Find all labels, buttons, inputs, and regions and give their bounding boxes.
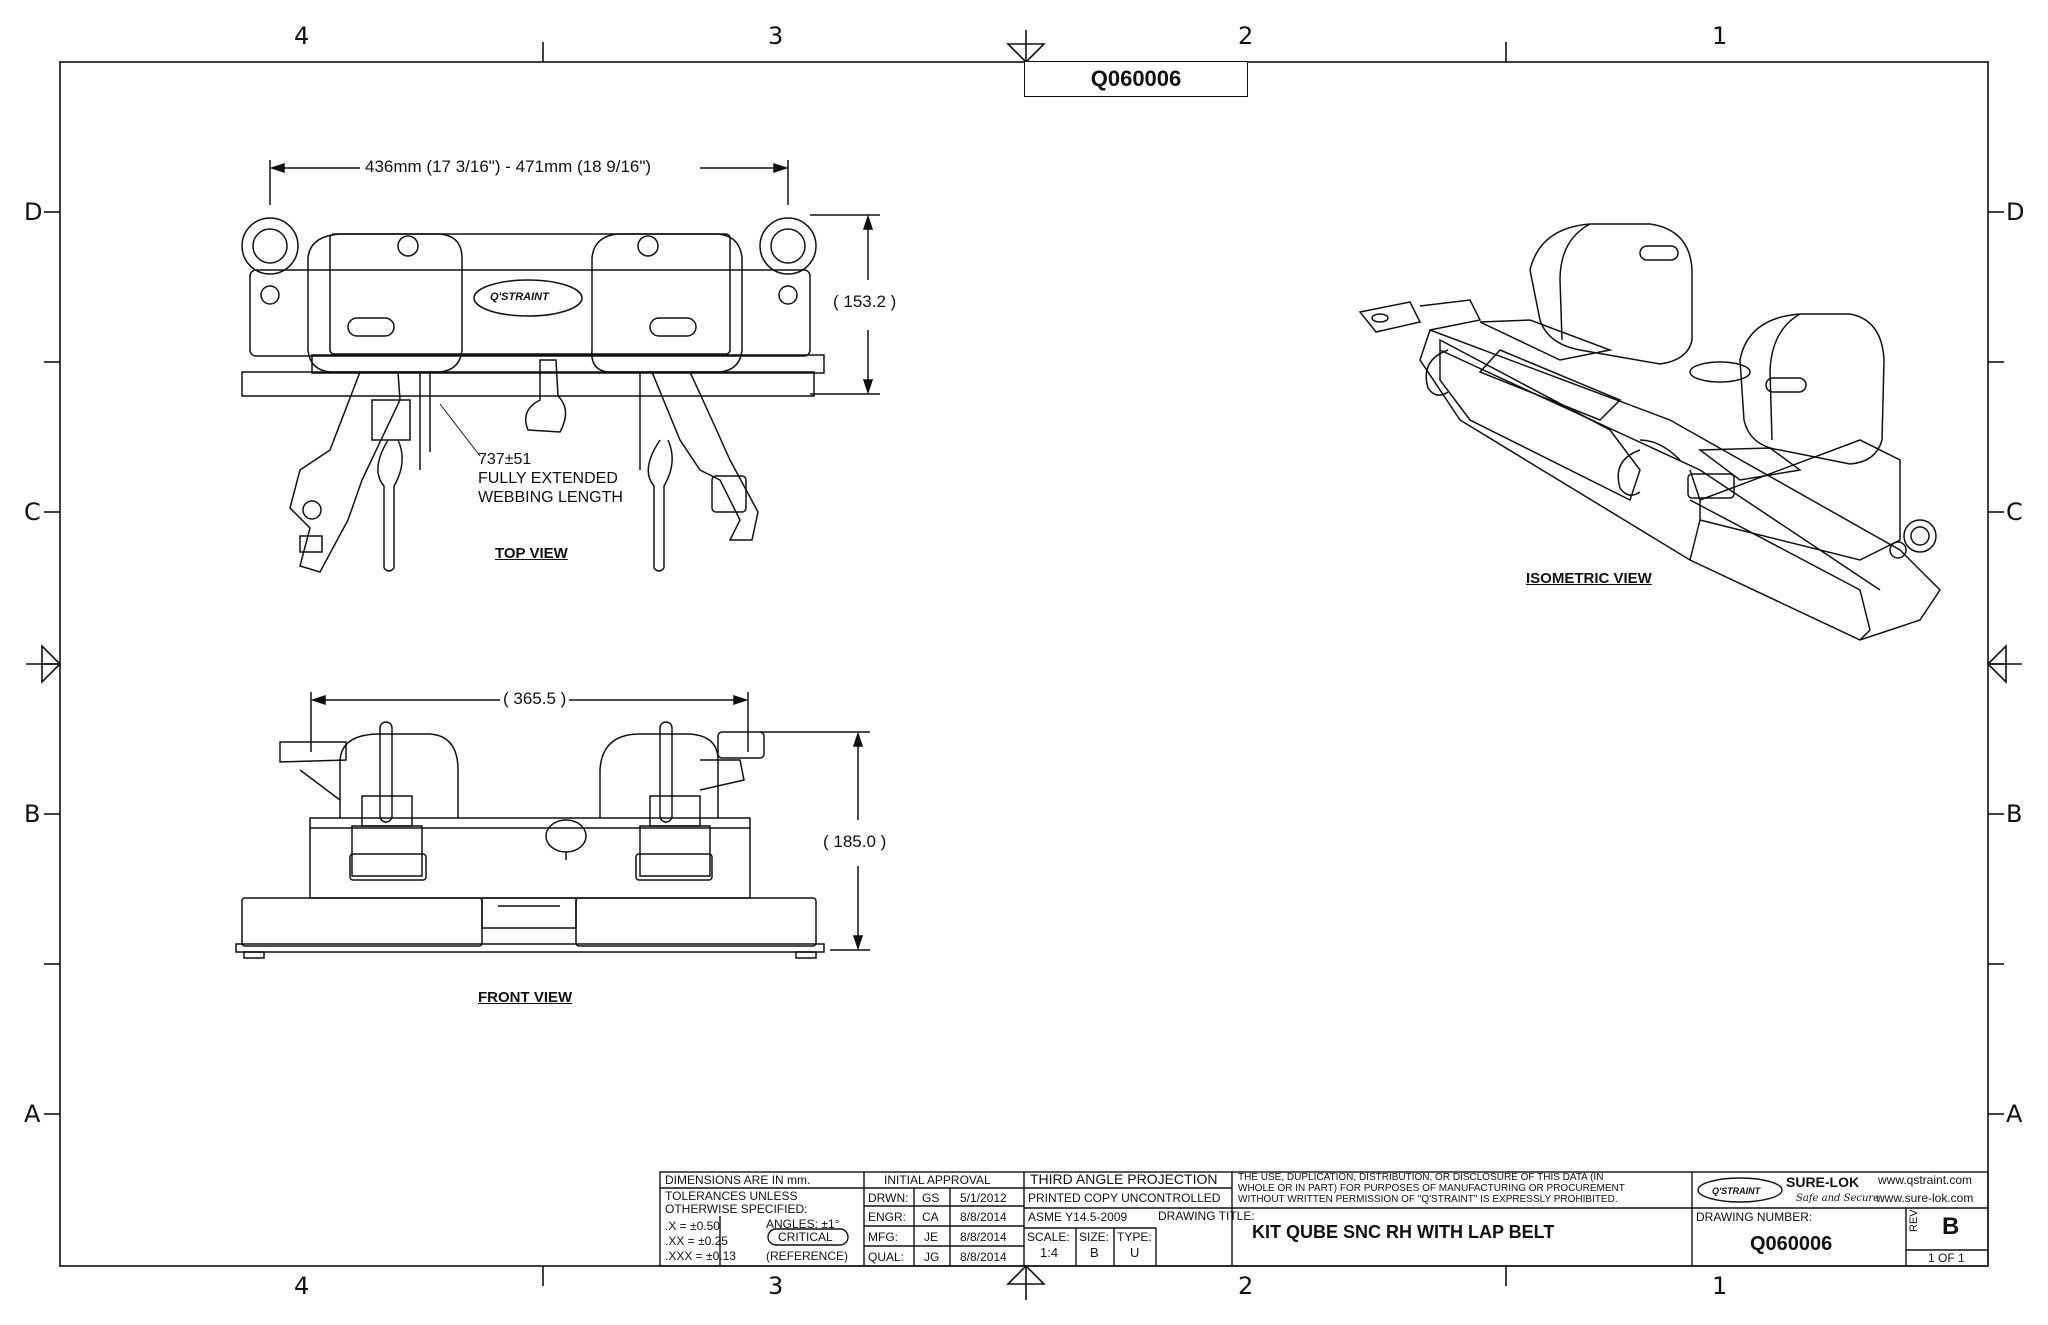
front-view-drawing [235,692,870,959]
webbing-length-note: 737±51 FULLY EXTENDED WEBBING LENGTH [478,450,623,507]
zone-row-a-left: A [24,1100,41,1128]
zone-row-a-right: A [2006,1100,2023,1128]
qstraint-logo: Q'STRAINT [1712,1186,1761,1196]
zone-col-2-bottom: 2 [1238,1272,1254,1300]
top-view-drawing [241,160,880,573]
scale-value: 1:4 [1040,1245,1059,1260]
approval-who-drawn: GS [922,1191,940,1205]
webbing-length-line-2: FULLY EXTENDED [478,470,618,487]
disclaimer-line-1: THE USE, DUPLICATION, DISTRIBUTION, OR D… [1238,1172,1604,1183]
approval-who-qual: JG [924,1250,940,1264]
zone-col-3-top: 3 [768,22,784,50]
approval-who-mfg: JE [924,1230,939,1244]
surelok-logo: SURE-LOK [1786,1174,1860,1190]
approval-date-engr: 8/8/2014 [960,1210,1007,1224]
zone-col-2-top: 2 [1238,22,1254,50]
surelok-url: www.sure-lok.com [1876,1191,1974,1205]
top-view-label: TOP VIEW [495,545,568,562]
printed-copy-label: PRINTED COPY UNCONTROLLED [1028,1191,1221,1205]
approval-role-engr: ENGR: [868,1210,907,1224]
projection-label: THIRD ANGLE PROJECTION [1030,1171,1218,1187]
zone-row-b-left: B [24,800,41,828]
zone-row-d-right: D [2006,198,2025,226]
revision-letter: B [1942,1213,1960,1240]
type-value: U [1130,1245,1140,1260]
webbing-length-value: 737±51 [478,451,532,468]
zone-row-b-right: B [2006,800,2023,828]
size-value: B [1090,1245,1099,1260]
tolerance-x: .X = ±0.50 [665,1219,720,1233]
asme-standard: ASME Y14.5-2009 [1028,1210,1128,1224]
zone-row-c-right: C [2006,498,2023,526]
isometric-view-drawing [1358,223,1941,641]
front-view-label: FRONT VIEW [478,989,573,1006]
drawing-number-label: DRAWING NUMBER: [1696,1210,1813,1224]
tolerances-line-1: TOLERANCES UNLESS [665,1189,798,1203]
approval-role-mfg: MFG: [868,1230,898,1244]
drawing-title-label: DRAWING TITLE: [1158,1209,1255,1223]
approval-date-drawn: 5/1/2012 [960,1191,1007,1205]
dims-note: DIMENSIONS ARE IN mm. [665,1173,811,1187]
scale-label: SCALE: [1027,1230,1070,1244]
drawing-number: Q060006 [1750,1233,1833,1255]
zone-row-c-left: C [24,498,41,526]
sheet-border [59,61,1989,1267]
isometric-view-label: ISOMETRIC VIEW [1526,570,1652,587]
zone-col-4-top: 4 [294,22,310,50]
drawing-number-header: Q060006 [1024,61,1248,97]
approval-who-engr: CA [922,1210,939,1224]
approval-role-drawn: DRWN: [868,1191,909,1205]
rev-label: REV: [1908,1206,1920,1232]
title-block [659,1171,1989,1267]
top-view-height-dimension: ( 153.2 ) [830,292,900,312]
critical-label: CRITICAL [778,1230,833,1244]
reference-label: (REFERENCE) [766,1249,849,1263]
angles-tolerance: ANGLES: ±1° [766,1217,840,1231]
top-view-width-dimension: 436mm (17 3/16") - 471mm (18 9/16") [362,157,655,177]
front-view-height-dimension: ( 185.0 ) [820,832,890,852]
zone-col-1-bottom: 1 [1712,1272,1728,1300]
drawing-title: KIT QUBE SNC RH WITH LAP BELT [1252,1222,1555,1242]
qstraint-url: www.qstraint.com [1878,1173,1973,1187]
qstraint-logo-top-view: Q'STRAINT [490,291,549,303]
disclaimer-line-2: WHOLE OR IN PART) FOR PURPOSES OF MANUFA… [1238,1183,1625,1194]
zone-col-1-top: 1 [1712,22,1728,50]
approval-role-qual: QUAL: [868,1250,905,1264]
surelok-tagline: Safe and Secure [1796,1193,1880,1204]
zone-row-d-left: D [24,198,43,226]
tolerance-xx: .XX = ±0.25 [665,1234,728,1248]
tolerance-xxx: .XXX = ±0.13 [665,1249,736,1263]
disclaimer-line-3: WITHOUT WRITTEN PERMISSION OF "Q'STRAINT… [1238,1194,1618,1205]
tolerances-line-2: OTHERWISE SPECIFIED: [665,1202,808,1216]
approval-date-qual: 8/8/2014 [960,1250,1007,1264]
front-view-width-dimension: ( 365.5 ) [500,689,570,709]
zone-col-4-bottom: 4 [294,1272,310,1300]
approval-header: INITIAL APPROVAL [884,1173,991,1187]
approval-date-mfg: 8/8/2014 [960,1230,1007,1244]
size-label: SIZE: [1079,1230,1110,1244]
sheet-count: 1 OF 1 [1928,1251,1965,1265]
type-label: TYPE: [1117,1230,1152,1244]
webbing-length-line-3: WEBBING LENGTH [478,489,623,506]
zone-col-3-bottom: 3 [768,1272,784,1300]
